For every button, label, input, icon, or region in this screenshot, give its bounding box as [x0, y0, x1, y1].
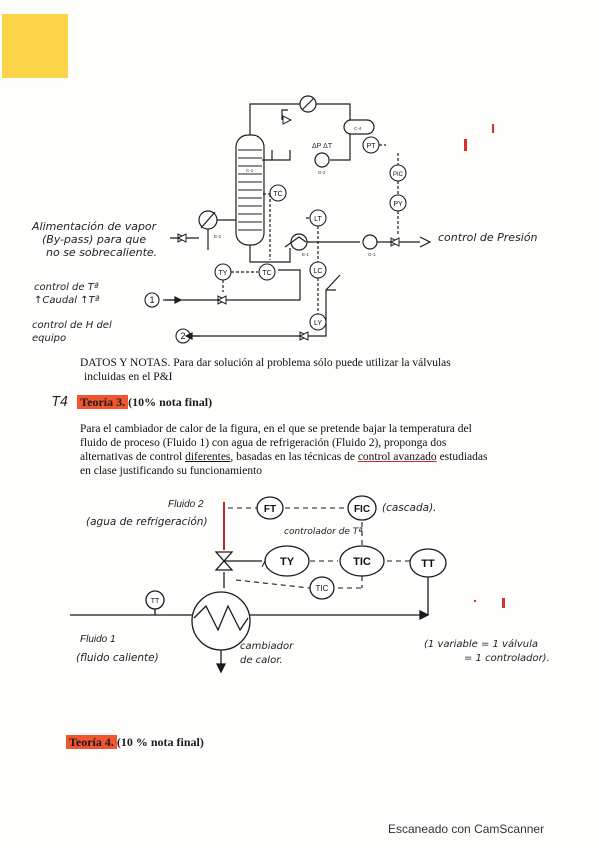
label-tc-lower: TC [262, 270, 271, 277]
teoria3-p3b: diferentes [185, 451, 231, 463]
label-lc: LC [314, 268, 323, 275]
note-control-line2: ↑Caudal ↑Tª [34, 295, 100, 306]
label-num-2: 2 [180, 331, 185, 341]
bubble-pt [362, 136, 380, 154]
hx-fluido-caliente: (fluido caliente) [76, 652, 159, 664]
bubble-pic [389, 164, 407, 182]
datos-notes: DATOS Y NOTAS. Para dar solución al prob… [80, 356, 550, 384]
label-c1: C-1 [246, 168, 254, 173]
label-g1: G-1 [368, 252, 376, 257]
hx-label-ft: FT [264, 504, 276, 515]
circled-number-1 [144, 292, 160, 308]
red-mark-4 [474, 600, 476, 602]
hx-agua: (agua de refrigeración) [86, 516, 208, 528]
red-mark-1 [464, 139, 467, 151]
note-pressure: control de Presión [438, 231, 538, 244]
note-control-temp: control de Tª ↑Caudal ↑Tª [34, 281, 99, 307]
teoria3-p2: fluido de proceso (Fluido 1) con agua de… [80, 437, 447, 449]
sticky-note [2, 14, 68, 78]
hx-label-ty: TY [280, 556, 295, 568]
hx-label-tic-small: TIC [316, 584, 329, 593]
bubble-tc-lower [258, 263, 276, 281]
teoria4-weight: (10 % nota final) [116, 735, 204, 749]
hx-label-fic: FIC [354, 504, 370, 515]
pump-g1 [362, 234, 378, 250]
note-bypass-line3: no se sobrecaliente. [46, 246, 158, 259]
teoria4-heading: Teoría 4.(10 % nota final) [66, 735, 204, 750]
teoria3-p3c: , basadas en las técnicas de [230, 451, 358, 463]
label-e2: E-2 [214, 234, 222, 239]
teoria3-p3d: control avanzado [357, 451, 437, 463]
teoria3-p1: Para el cambiador de calor de la figura,… [80, 423, 472, 435]
hx-valve-top [214, 551, 234, 562]
teoria3-paragraph: Para el cambiador de calor de la figura,… [80, 422, 560, 478]
note-level-line2: equipo [32, 333, 67, 344]
teoria3-p3a: alternativas de control [80, 451, 186, 463]
bubble-tt-small [145, 590, 165, 610]
teoria3-title: Teoría 3. [77, 395, 129, 409]
hx-note-1: (1 variable = 1 válvula [424, 639, 539, 650]
red-mark-2 [492, 124, 494, 133]
hx-valve-bottom [214, 560, 234, 571]
teoria3-prefix: T4 [52, 395, 69, 410]
bubble-ft [256, 496, 284, 520]
label-g2: G-2 [318, 170, 326, 175]
hx-label-tic: TIC [353, 556, 371, 568]
teoria3-p4: en clase justificando su funcionamiento [80, 465, 263, 477]
hx-cambiador-2: de calor. [240, 655, 283, 666]
hx-label-tt: TT [421, 558, 435, 570]
label-ty: TY [219, 270, 228, 277]
bubble-fic [347, 495, 377, 521]
bubble-py [389, 194, 407, 212]
label-tc-upper: TC [273, 191, 282, 198]
datos-line2: incluidas en el P&I [84, 371, 173, 383]
label-lt: LT [314, 216, 322, 223]
pid-diagram: TC LT LC LY TY TC PT PIC PY 1 2 C-1 C-4 … [144, 95, 432, 344]
note-bypass-line2: (By-pass) para que [42, 233, 147, 246]
bubble-tic-small [309, 576, 335, 600]
drum-c4 [343, 119, 375, 135]
pump-g2 [314, 152, 330, 168]
red-mark-3 [502, 598, 505, 608]
datos-line1: DATOS Y NOTAS. Para dar solución al prob… [80, 357, 451, 369]
label-pt: PT [367, 143, 377, 150]
label-e1: E-1 [302, 252, 310, 257]
bubble-ly [309, 313, 327, 331]
bubble-tc-upper [269, 184, 287, 202]
teoria3-p3: alternativas de control diferentes, basa… [80, 450, 560, 464]
bubble-tic [339, 545, 385, 577]
hx-fluido1: Fluido 1 [80, 634, 116, 645]
label-num-1: 1 [149, 295, 154, 305]
teoria3-weight: (10% nota final) [128, 395, 213, 409]
label-hot: ΔP ΔT [312, 143, 333, 150]
valve-reflux [282, 115, 293, 125]
bubble-lt [309, 209, 327, 227]
note-level-line1: control de H del [32, 320, 112, 331]
bubble-ty [214, 263, 232, 281]
hx-note: (1 variable = 1 válvula = 1 controlador)… [424, 638, 550, 666]
hx-cambiador: cambiador de calor. [240, 640, 293, 668]
note-bypass: Alimentación de vapor (By-pass) para que… [32, 220, 157, 259]
note-control-level: control de H del equipo [32, 319, 112, 345]
bubble-tt [409, 548, 447, 578]
hx-diagram: FT FIC TY TIC TT TT TIC [70, 495, 447, 674]
teoria3-heading: T4 Teoría 3.(10% nota final) [52, 395, 212, 410]
hx-cambiador-1: cambiador [240, 641, 294, 652]
teoria3-p3e: estudiadas [436, 451, 488, 463]
hx-cascada: (cascada). [382, 502, 437, 514]
note-control-line1: control de Tª [34, 282, 99, 293]
label-ly: LY [314, 320, 322, 327]
hx-controlador: controlador de Tª [284, 527, 363, 537]
note-bypass-line1: Alimentación de vapor [32, 220, 157, 233]
hx-label-tt-small: TT [151, 598, 160, 605]
label-pic: PIC [393, 172, 404, 178]
label-c4: C-4 [354, 126, 362, 131]
label-py: PY [393, 201, 403, 208]
bubble-lc [309, 261, 327, 279]
hx-fluido2: Fluido 2 [168, 499, 204, 510]
camscanner-footer: Escaneado con CamScanner [388, 822, 545, 836]
bubble-ty [264, 545, 310, 577]
teoria4-title: Teoría 4. [66, 735, 117, 749]
hx-note-2: = 1 controlador). [464, 653, 550, 664]
